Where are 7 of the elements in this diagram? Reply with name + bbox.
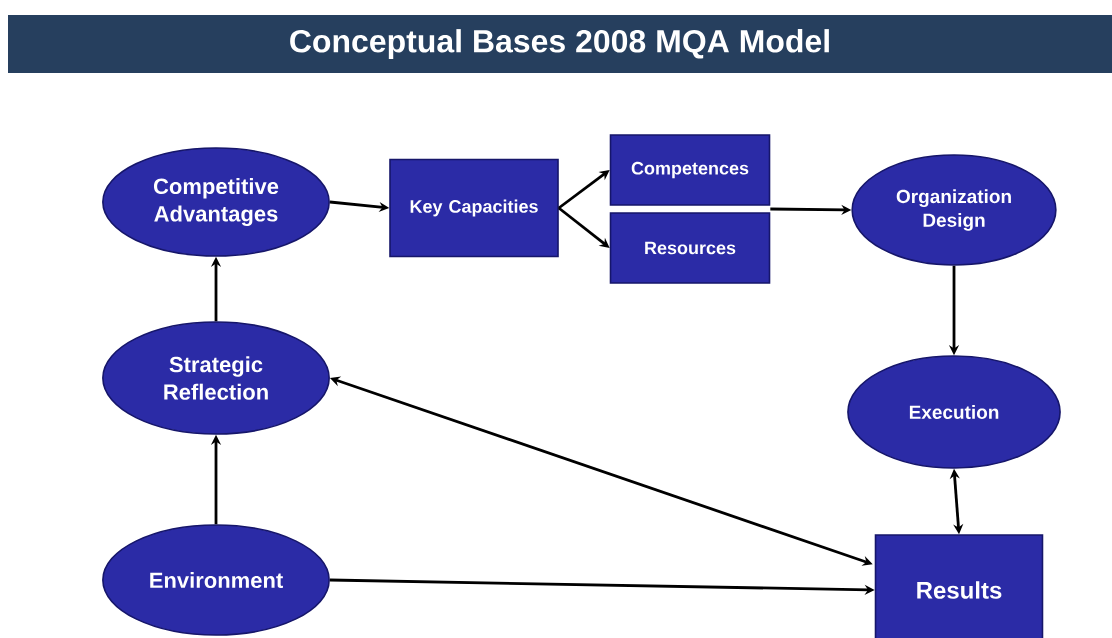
title-bar: Conceptual Bases 2008 MQA Model (8, 15, 1112, 73)
arrow (557, 206, 610, 248)
process-box: Results (874, 534, 1044, 638)
arrow (557, 170, 610, 210)
process-box: Competences (609, 134, 771, 206)
process-box: Resources (609, 212, 771, 284)
process-box: Key Capacities (389, 158, 559, 258)
